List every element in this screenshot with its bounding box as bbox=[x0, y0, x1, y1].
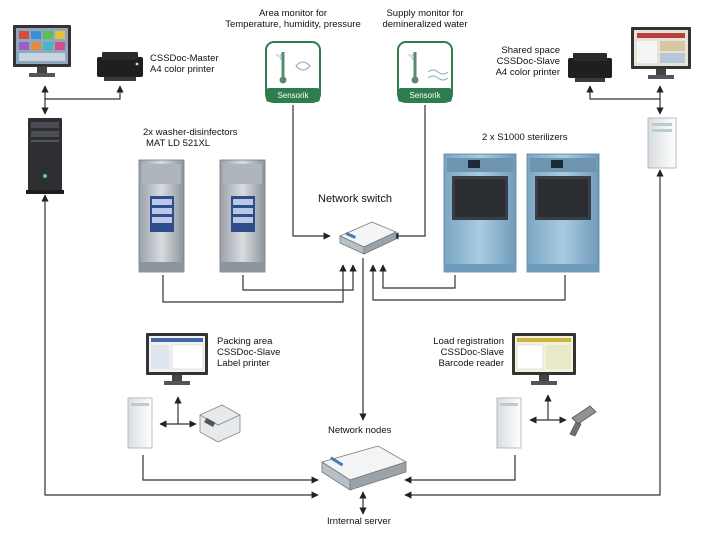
master-monitor bbox=[13, 25, 71, 77]
washer-disinfector-1 bbox=[138, 159, 185, 273]
washer-disinfector-2 bbox=[219, 159, 266, 273]
shared-space-label-line-2: CSSDoc-Slave bbox=[496, 56, 560, 67]
washers-label-line-1: 2x washer-disinfectors bbox=[143, 127, 238, 138]
packing-area-label: Packing area CSSDoc-Slave Label printer bbox=[217, 336, 280, 369]
steriliser-1 bbox=[443, 153, 517, 273]
shared-space-label: Shared space CSSDoc-Slave A4 color print… bbox=[480, 45, 560, 78]
area-monitor-brand: Sensorik bbox=[277, 91, 309, 100]
shared-tower bbox=[647, 117, 677, 169]
shared-space-label-line-3: A4 color printer bbox=[495, 67, 560, 78]
supply-monitor-label: Supply monitor for demineralized water bbox=[365, 8, 485, 30]
svg-text:°C: °C bbox=[276, 53, 285, 62]
area-monitor-label-line-1: Area monitor for bbox=[258, 8, 328, 19]
supply-monitor-label-line-2: demineralized water bbox=[382, 19, 468, 30]
packing-area-label-line-3: Label printer bbox=[217, 358, 270, 369]
network-nodes-label: Network nodes bbox=[328, 425, 392, 436]
link-packing-nodes bbox=[142, 455, 319, 484]
shared-monitor bbox=[631, 27, 691, 79]
link-shared-printer bbox=[586, 85, 664, 100]
master-printer-label-line-2: A4 color printer bbox=[150, 64, 215, 75]
packing-monitor bbox=[146, 333, 208, 385]
link-area-monitor bbox=[292, 105, 331, 240]
link-load-nodes bbox=[404, 455, 516, 484]
load-registration-label: Load registration CSSDoc-Slave Barcode r… bbox=[418, 336, 504, 369]
load-registration-label-line-3: Barcode reader bbox=[438, 358, 504, 369]
link-shared-tower-nodes bbox=[404, 169, 664, 499]
washers-label-line-2: MAT LD 521XL bbox=[146, 138, 211, 149]
network-nodes bbox=[321, 445, 407, 491]
network-switch-label: Network switch bbox=[318, 193, 392, 205]
link-master-printer bbox=[41, 85, 124, 100]
packing-area-label-line-2: CSSDoc-Slave bbox=[217, 347, 281, 358]
washers-label: 2x washer-disinfectors MAT LD 521XL bbox=[143, 127, 238, 149]
label-printer bbox=[199, 404, 241, 443]
area-monitor-label: Area monitor for Temperature, humidity, … bbox=[214, 8, 372, 30]
master-printer-label-line-1: CSSDoc-Master bbox=[150, 53, 219, 64]
packing-tower bbox=[127, 397, 153, 449]
load-monitor bbox=[512, 333, 576, 385]
connections bbox=[41, 85, 664, 515]
shared-space-label-line-1: Shared space bbox=[501, 45, 560, 56]
load-tower bbox=[496, 397, 522, 449]
area-monitor-sensor: °C Sensorik bbox=[265, 41, 321, 103]
supply-monitor-brand: Sensorik bbox=[409, 91, 441, 100]
master-tower bbox=[26, 118, 64, 194]
network-switch bbox=[339, 221, 397, 255]
area-monitor-label-line-2: Temperature, humidity, pressure bbox=[225, 19, 361, 30]
supply-monitor-sensor: °C Sensorik bbox=[397, 41, 453, 103]
steriliser-2 bbox=[526, 153, 600, 273]
sterilizers-label: 2 x S1000 sterilizers bbox=[482, 132, 568, 143]
master-printer bbox=[97, 52, 143, 81]
shared-printer bbox=[568, 53, 612, 82]
supply-monitor-label-line-1: Supply monitor for bbox=[386, 8, 464, 19]
internal-server-label: Irnternal server bbox=[327, 516, 391, 527]
load-registration-label-line-2: CSSDoc-Slave bbox=[440, 347, 504, 358]
link-supply-monitor bbox=[391, 105, 426, 240]
link-master-tower-nodes bbox=[41, 194, 319, 499]
svg-text:°C: °C bbox=[408, 53, 417, 62]
master-printer-label: CSSDoc-Master A4 color printer bbox=[150, 53, 219, 75]
barcode-reader bbox=[569, 405, 597, 437]
packing-area-label-line-1: Packing area bbox=[217, 336, 273, 347]
load-registration-label-line-1: Load registration bbox=[433, 336, 504, 347]
